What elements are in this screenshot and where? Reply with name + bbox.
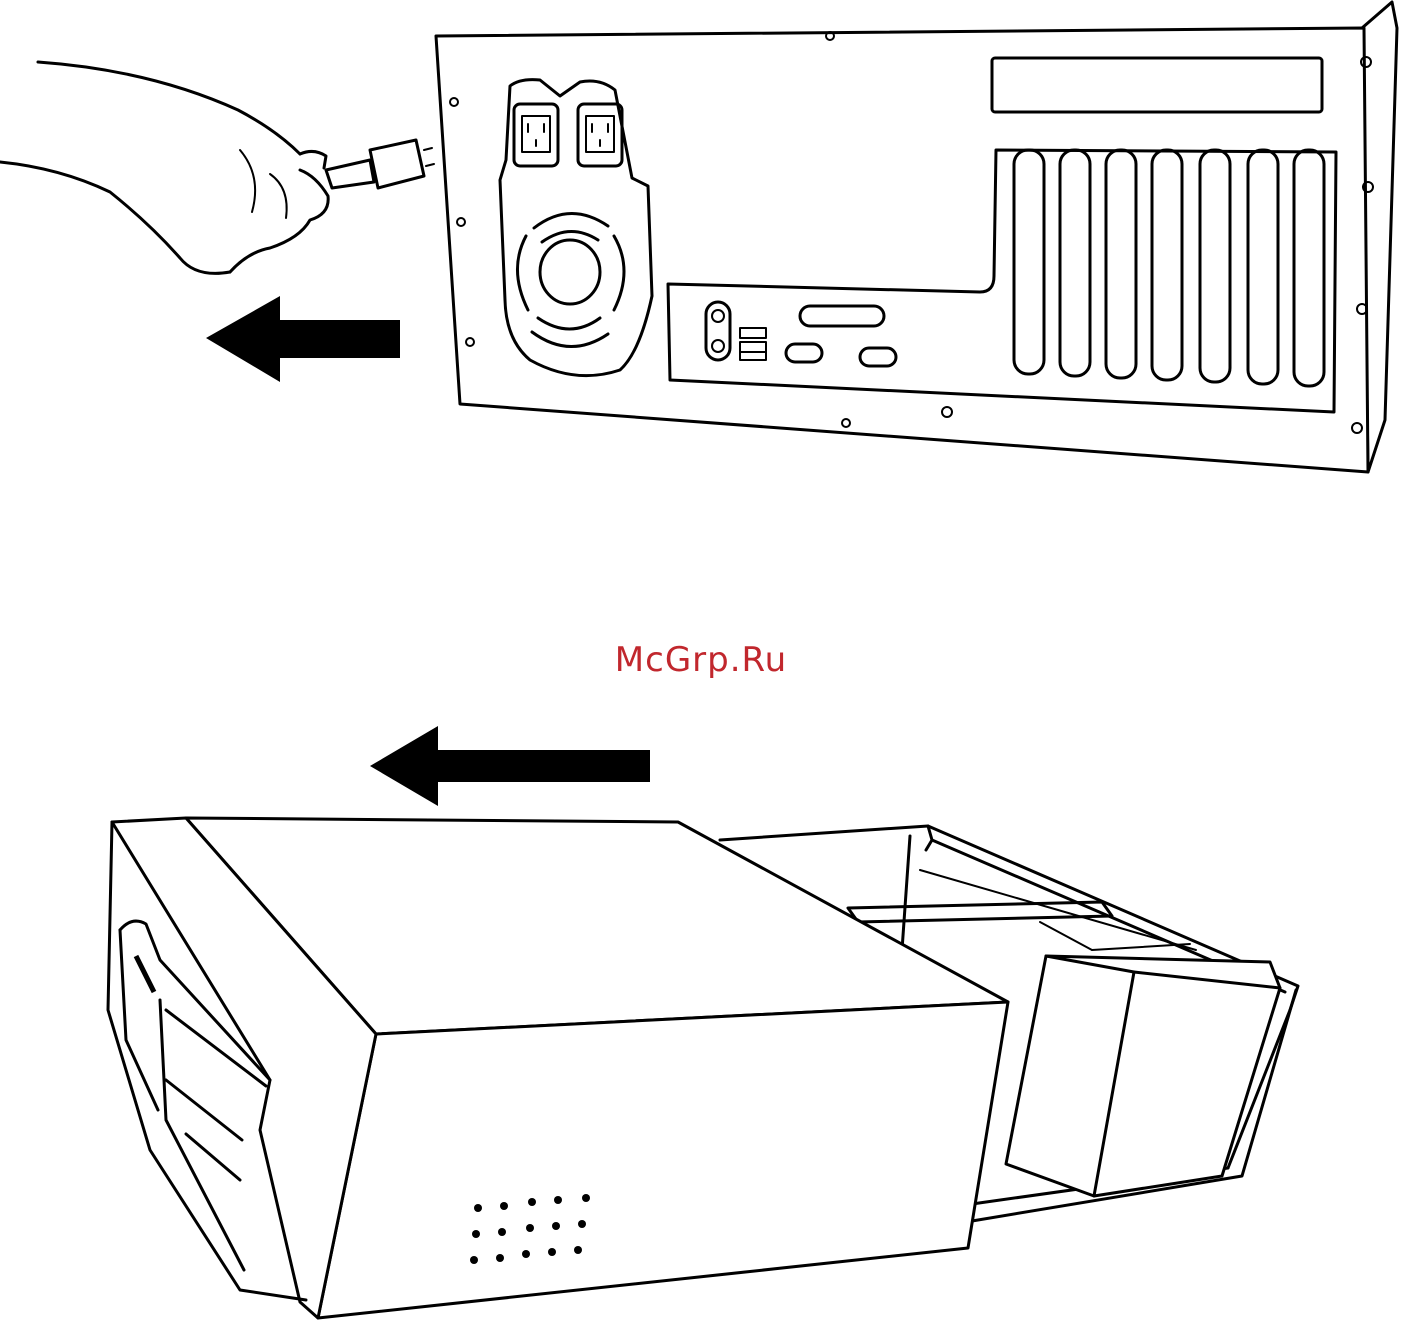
left-arrow-icon	[206, 296, 400, 382]
power-supply-block	[1006, 956, 1280, 1196]
cover-removal-figure	[108, 726, 1298, 1318]
hand-icon	[0, 62, 328, 273]
watermark: McGrp.Ru	[0, 640, 1402, 680]
rear-panel-figure	[0, 2, 1397, 472]
side-cover	[318, 1002, 1008, 1318]
power-plug-icon	[326, 140, 434, 188]
left-arrow-icon	[370, 726, 650, 806]
power-led-icon	[136, 956, 154, 992]
